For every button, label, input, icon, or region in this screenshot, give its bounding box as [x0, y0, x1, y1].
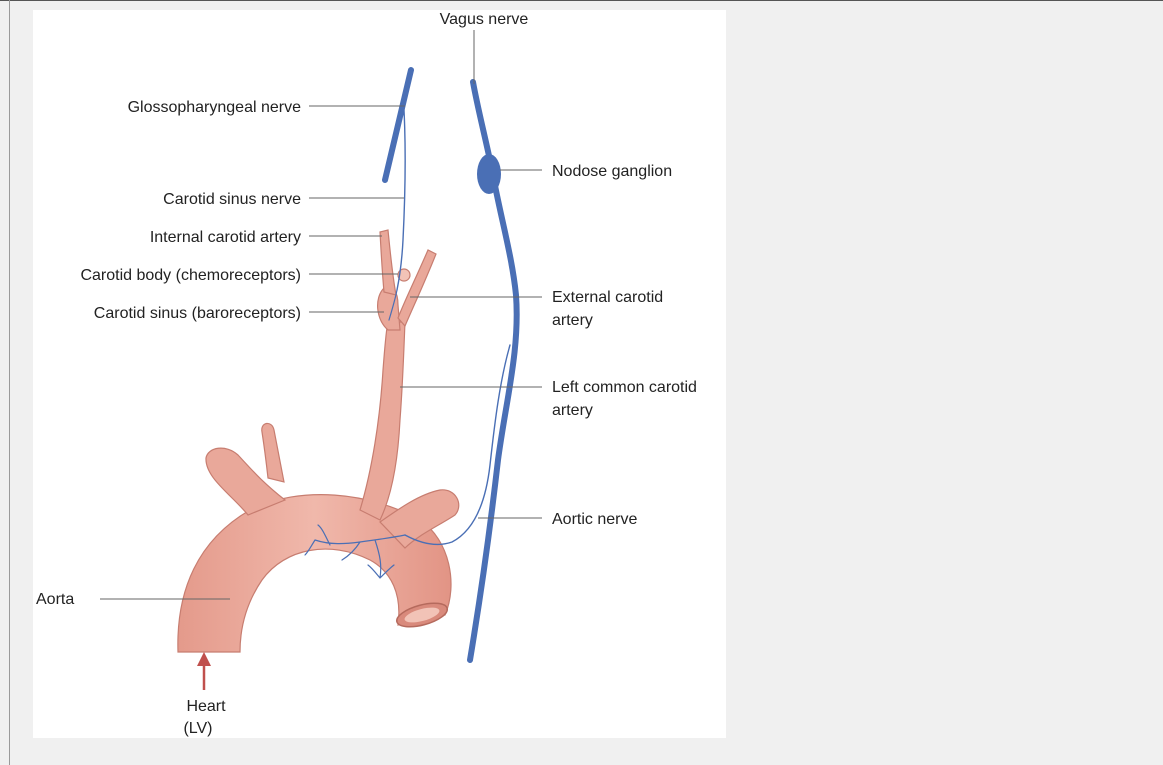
subclavian-stub [262, 423, 284, 482]
label-internal-carotid-artery: Internal carotid artery [150, 229, 301, 246]
label-external-carotid-line1: External carotid [552, 289, 663, 306]
label-heart: Heart [186, 698, 226, 715]
label-vagus-nerve: Vagus nerve [440, 11, 529, 28]
label-heart-lv: (LV) [183, 720, 212, 737]
left-common-carotid-artery [360, 322, 405, 520]
label-external-carotid-line2: artery [552, 312, 593, 329]
label-aortic-nerve: Aortic nerve [552, 511, 637, 528]
aortic-arch [178, 423, 459, 652]
external-carotid-artery-shape [398, 250, 436, 326]
label-left-common-carotid-line1: Left common carotid [552, 379, 697, 396]
internal-carotid-artery-shape [380, 230, 396, 295]
heart-arrow [197, 652, 211, 690]
label-carotid-body: Carotid body (chemoreceptors) [80, 267, 301, 284]
label-nodose-ganglion: Nodose ganglion [552, 163, 672, 180]
label-carotid-sinus: Carotid sinus (baroreceptors) [94, 305, 301, 322]
glossopharyngeal-nerve-shape [385, 70, 411, 180]
label-left-common-carotid-line2: artery [552, 402, 593, 419]
nodose-ganglion-shape [477, 154, 501, 194]
label-glossopharyngeal-nerve: Glossopharyngeal nerve [128, 99, 302, 116]
label-aorta: Aorta [36, 591, 74, 608]
label-carotid-sinus-nerve: Carotid sinus nerve [163, 191, 301, 208]
